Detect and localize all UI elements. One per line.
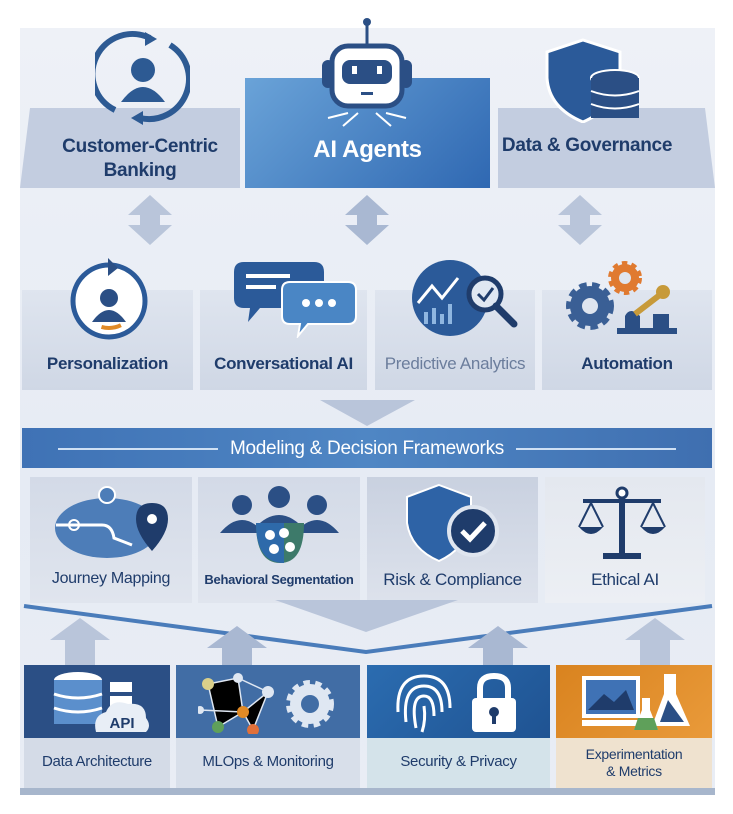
experimentation-footer bbox=[556, 738, 712, 790]
customer-cycle-icon bbox=[95, 31, 190, 125]
security-footer bbox=[367, 738, 550, 790]
predictive-analytics-label: Predictive Analytics bbox=[384, 354, 526, 373]
journey-map-icon bbox=[55, 486, 168, 558]
security-privacy-label: Security & Privacy bbox=[400, 753, 517, 770]
robot-icon bbox=[322, 18, 412, 127]
banner-rule-right bbox=[516, 448, 676, 450]
banner-rule-left bbox=[58, 448, 218, 450]
experimentation-metrics-label: Experimentation& Metrics bbox=[585, 746, 683, 779]
data-governance-label: Data & Governance bbox=[501, 135, 673, 156]
mlops-footer bbox=[176, 738, 360, 790]
banner-title: Modeling & Decision Frameworks bbox=[230, 438, 504, 459]
ethical-ai-label: Ethical AI bbox=[591, 570, 659, 589]
base-bar bbox=[20, 788, 715, 795]
network-gear-icon bbox=[198, 673, 334, 734]
data-architecture-label: Data Architecture bbox=[42, 753, 152, 770]
converging-chevron bbox=[23, 600, 713, 665]
ai-agents-label: AI Agents bbox=[313, 136, 422, 163]
data-architecture-footer bbox=[24, 738, 170, 790]
personalization-icon bbox=[70, 258, 148, 340]
scales-icon bbox=[578, 486, 666, 559]
svg-text:API: API bbox=[109, 715, 134, 732]
shield-check-icon bbox=[406, 483, 499, 563]
monitor-flask-icon bbox=[582, 674, 690, 730]
chat-bubbles-icon bbox=[234, 262, 357, 338]
journey-mapping-label: Journey Mapping bbox=[51, 570, 171, 587]
conversational-ai-label: Conversational AI bbox=[214, 354, 353, 373]
personalization-label: Personalization bbox=[46, 354, 169, 373]
shield-database-icon bbox=[545, 38, 640, 123]
top-band bbox=[20, 108, 715, 188]
risk-compliance-label: Risk & Compliance bbox=[383, 570, 522, 589]
analytics-magnifier-icon bbox=[412, 260, 518, 336]
database-api-icon: API bbox=[53, 672, 149, 732]
mlops-label: MLOps & Monitoring bbox=[202, 753, 334, 770]
connector-arrows bbox=[128, 195, 602, 245]
gears-robot-arm-icon bbox=[566, 261, 677, 334]
fingerprint-lock-icon bbox=[396, 672, 516, 733]
down-arrow bbox=[320, 400, 415, 426]
behavioral-segmentation-label: Behavioral Segmentation bbox=[204, 572, 354, 587]
people-segments-icon bbox=[220, 486, 339, 563]
modeling-banner: Modeling & Decision Frameworks bbox=[22, 428, 712, 468]
automation-label: Automation bbox=[581, 354, 673, 373]
